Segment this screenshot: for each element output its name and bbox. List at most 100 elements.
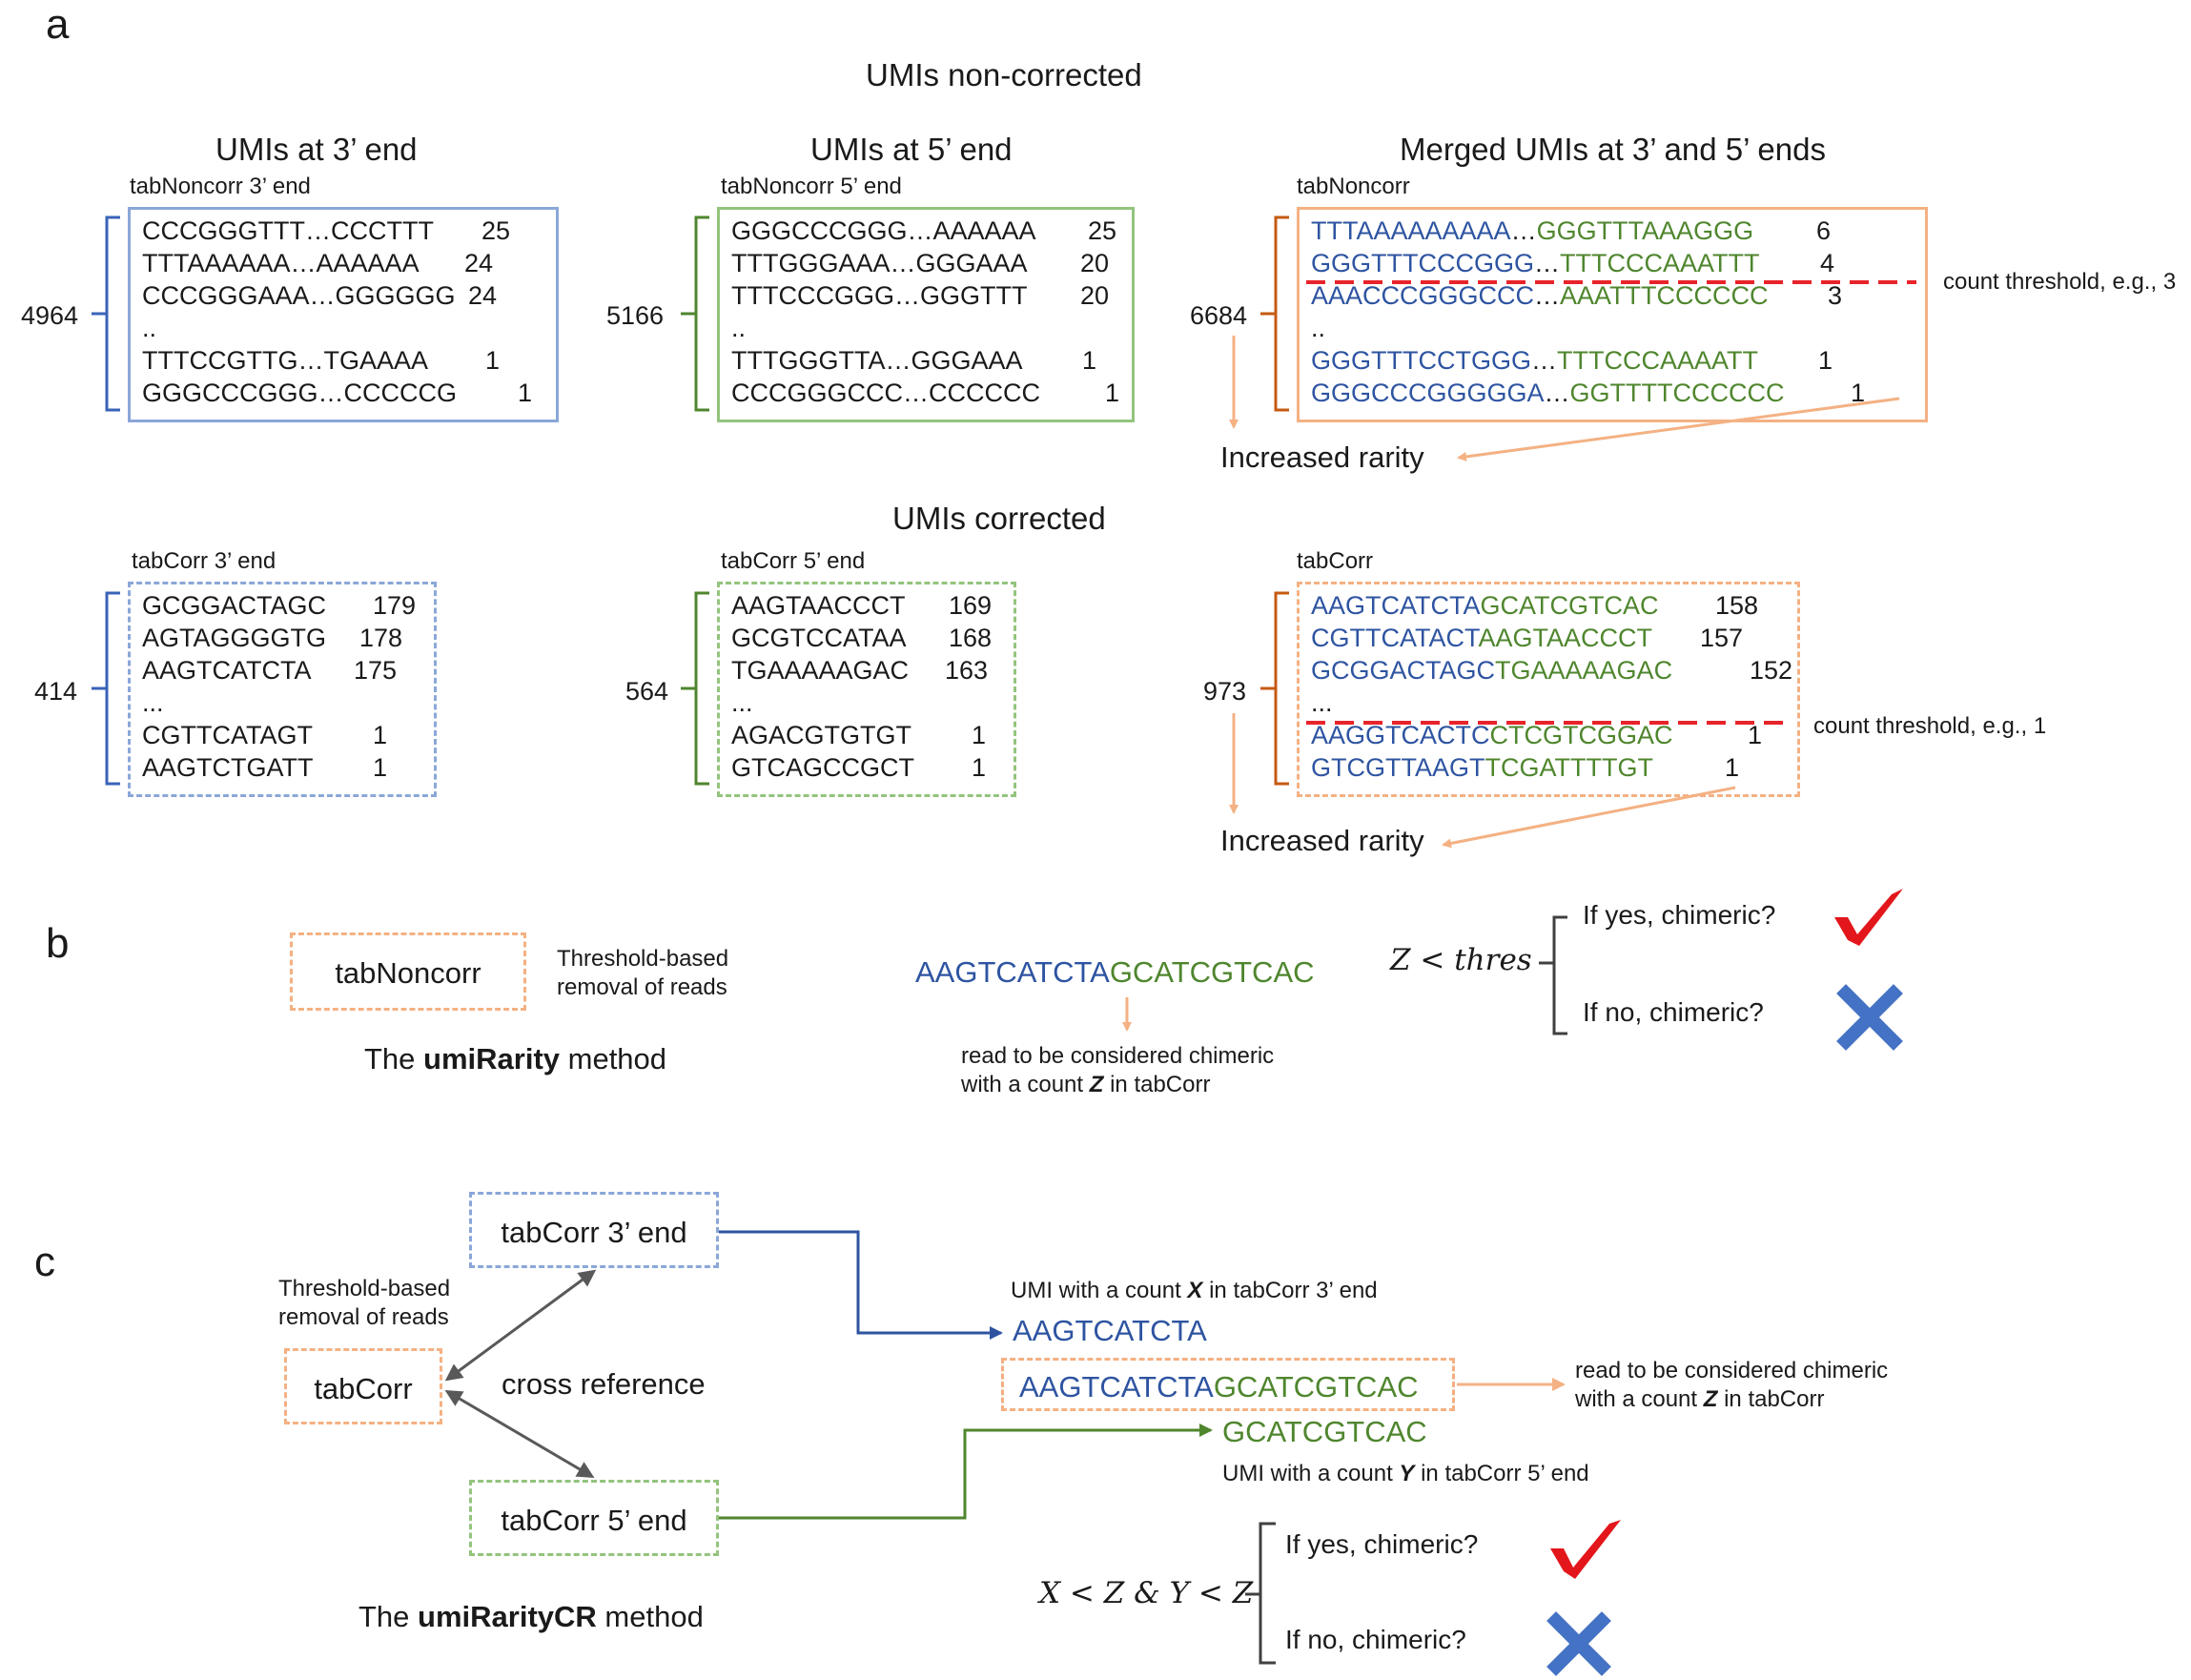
table-label-corr-merged: tabCorr (1297, 548, 1374, 574)
table-row: GCGGACTAGC (142, 591, 327, 620)
table-row: TTTGGGAAA…GGGAAA (731, 249, 1028, 277)
yes-branch-b: If yes, chimeric? (1583, 900, 1776, 930)
table-label-noncorr-merged: tabNoncorr (1297, 174, 1410, 199)
row-count: 25 (1088, 216, 1117, 245)
table-row: GTCAGCCGCT (731, 753, 914, 782)
cross-ref-arrow-down (444, 1389, 595, 1479)
table-row: AGTAGGGGTG (142, 624, 327, 652)
rarity-arrow-diag-corr (1442, 786, 1736, 849)
row-count: 163 (945, 656, 989, 685)
table-row: ... (142, 688, 164, 717)
chimeric-read-b: AAGTCATCTAGCATCGTCAC (915, 955, 1315, 989)
box-label: tabCorr (314, 1372, 413, 1405)
method-label-umiraritycr: The umiRarityCR method (358, 1600, 704, 1633)
table-row: .. (1311, 314, 1326, 342)
removal-note-b-2: removal of reads (557, 974, 727, 1000)
check-icon (1550, 1520, 1621, 1579)
table-row: TTTAAAAAA…AAAAAA (142, 249, 420, 277)
table-corr-5end: AAGTAACCCT 169 GCGTCCATAA 168 TGAAAAAGAC… (717, 582, 1016, 797)
table-row: AAGGTCACTCCTCGTCGGAC (1311, 721, 1673, 749)
bracket-noncorr-merged (1260, 215, 1289, 412)
table-row: GGGCCCGGGGGA…GGTTTTCCCCCC (1311, 379, 1785, 407)
row-count: 1 (485, 346, 501, 375)
connector-3end (719, 1230, 1003, 1340)
threshold-label-noncorr: count threshold, e.g., 3 (1943, 269, 2177, 295)
bracket-corr-5end (681, 591, 709, 786)
panel-label-c: c (34, 1239, 55, 1285)
removal-note-c-2: removal of reads (278, 1304, 449, 1330)
table-row: GTCGTTAAGTTCGATTTTGT (1311, 753, 1653, 782)
table-row: TTTCCCGGG…GGGTTT (731, 281, 1028, 310)
table-row: TGAAAAAGAC (731, 656, 910, 685)
row-count: 24 (464, 249, 494, 277)
umi3-note: UMI with a count X in tabCorr 3’ end (1011, 1278, 1378, 1303)
table-row: CCCGGGAAA…GGGGGG (142, 281, 456, 310)
table-corr-3end: GCGGACTAGC 179 AGTAGGGGTG 178 AAGTCATCTA… (128, 582, 437, 797)
removal-note-c-1: Threshold-based (278, 1276, 451, 1301)
table-row: AAGTCATCTAGCATCGTCAC (1311, 591, 1659, 620)
row-count: 1 (1748, 721, 1763, 749)
row-count: 20 (1080, 249, 1110, 277)
check-icon (1834, 889, 1903, 946)
read-note-c-2: with a count Z in tabCorr (1575, 1386, 1825, 1412)
yes-branch-c: If yes, chimeric? (1285, 1529, 1479, 1559)
table-label-corr-3end: tabCorr 3’ end (132, 548, 276, 574)
table-noncorr-5end: GGGCCCGGG…AAAAAA 25 TTTGGGAAA…GGGAAA 20 … (717, 207, 1135, 422)
table-row: AAGTCATCTA (142, 656, 312, 685)
row-count: 3 (1828, 281, 1843, 310)
connector-5end (719, 1424, 1213, 1520)
row-count: 1 (972, 753, 987, 782)
row-count: 24 (468, 281, 498, 310)
table-row: GGGTTTCCCGGG…TTTCCCAAATTT (1311, 249, 1760, 277)
total-corr-merged: 973 (1203, 677, 1247, 706)
rarity-label-corr: Increased rarity (1220, 824, 1424, 857)
row-count: 168 (949, 624, 993, 652)
table-row: TTTCCGTTG…TGAAAA (142, 346, 428, 375)
brace-c (1245, 1522, 1276, 1665)
table-row: GGGCCCGGG…CCCCCG (142, 379, 457, 407)
table-row: GGGCCCGGG…AAAAAA (731, 216, 1036, 245)
title-noncorrected: UMIs non-corrected (866, 57, 1142, 92)
col-title-merged: Merged UMIs at 3’ and 5’ ends (1400, 132, 1826, 167)
table-noncorr-3end: CCCGGGTTT…CCCTTT 25 TTTAAAAAA…AAAAAA 24 … (128, 207, 559, 422)
row-count: 25 (481, 216, 511, 245)
table-row: ... (1311, 688, 1333, 717)
condition-b: Z < thres (1390, 943, 1532, 977)
total-corr-5end: 564 (625, 677, 669, 706)
row-count: 20 (1080, 281, 1110, 310)
panel-label-b: b (46, 920, 70, 967)
method-label-umirarity: The umiRarity method (364, 1042, 667, 1076)
bracket-corr-merged (1260, 591, 1289, 786)
brace-b (1539, 915, 1567, 1035)
row-count: 178 (359, 624, 403, 652)
table-noncorr-merged: TTTAAAAAAAAA…GGGTTTAAAGGG 6 GGGTTTCCCGGG… (1297, 207, 1928, 422)
table-row: CGTTCATAGT (142, 721, 313, 749)
condition-c: X < Z & Y < Z (1039, 1576, 1254, 1610)
umi5-sequence: GCATCGTCAC (1222, 1415, 1427, 1448)
read-note-b-1: read to be considered chimeric (961, 1043, 1275, 1069)
bracket-noncorr-5end (681, 215, 709, 412)
row-count: 152 (1750, 656, 1793, 685)
row-count: 179 (373, 591, 417, 620)
row-count: 1 (1105, 379, 1120, 407)
row-count: 6 (1816, 216, 1832, 245)
cross-icon (1836, 984, 1903, 1051)
table-row: AAGTCTGATT (142, 753, 314, 782)
table-row: TTTGGGTTA…GGGAAA (731, 346, 1023, 375)
box-tabcorr-c: tabCorr (284, 1348, 442, 1424)
box-label: tabCorr 3’ end (501, 1216, 687, 1249)
bracket-corr-3end (92, 591, 120, 786)
table-row: CGTTCATACTAAGTAACCCT (1311, 624, 1652, 652)
row-count: 4 (1820, 249, 1835, 277)
box-label: tabCorr 5’ end (501, 1504, 687, 1537)
rarity-arrow-diag-noncorr (1457, 397, 1900, 461)
row-count: 175 (354, 656, 398, 685)
total-noncorr-5end: 5166 (606, 301, 665, 330)
table-label-noncorr-3end: tabNoncorr 3’ end (130, 174, 311, 199)
box-tabcorr-3end: tabCorr 3’ end (469, 1192, 719, 1268)
row-count: 1 (373, 753, 388, 782)
row-count: 1 (1082, 346, 1097, 375)
row-count: 157 (1700, 624, 1744, 652)
table-row: GGGTTTCCTGGG…TTTCCCAAAATT (1311, 346, 1758, 375)
